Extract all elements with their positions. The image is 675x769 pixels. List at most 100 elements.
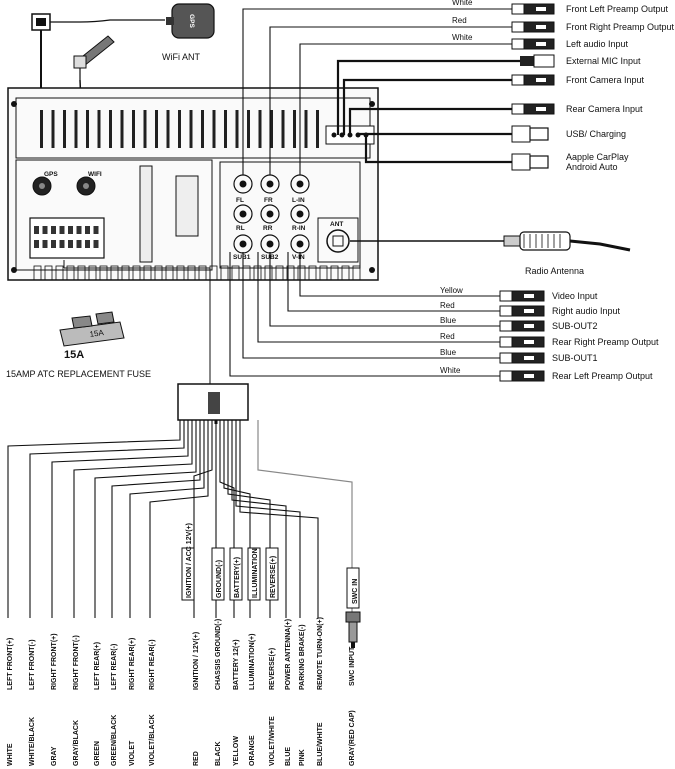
rca-plug-icon — [499, 336, 513, 348]
wire-function-label: LEFT REAR(-) — [111, 644, 118, 690]
top-wire — [356, 132, 512, 136]
harness-wire — [149, 420, 209, 618]
vent-slot — [258, 110, 262, 148]
vent-slot — [86, 110, 89, 148]
iso-harness-socket — [29, 217, 105, 259]
rca-plug-icon — [499, 370, 513, 382]
fuse-body-label: 15A — [89, 328, 105, 339]
vent-slot — [187, 265, 196, 281]
iso-pin — [76, 226, 82, 234]
wire-function-label: CHASSIS GROUND(-) — [215, 619, 222, 690]
top-connector-wires — [242, 8, 520, 175]
bottom-connector-label: SUB-OUT1 — [552, 353, 598, 363]
iso-pin — [59, 240, 65, 248]
usb-plug-icon — [511, 153, 531, 171]
rca-plug-icon — [536, 78, 546, 82]
top-connector-label: Front Left Preamp Output — [566, 4, 669, 14]
harness-wire — [129, 420, 205, 618]
usb-plug-icon — [529, 155, 549, 169]
gps-port: GPS — [32, 171, 58, 196]
harness-wire — [29, 420, 185, 618]
wifi-antenna-label: WiFi ANT — [162, 52, 200, 62]
rca-plug-icon — [511, 21, 525, 33]
port-label-rr: RR — [263, 225, 273, 232]
wire-color-label: BLUE — [285, 747, 292, 766]
wire-function-label: SWC INPUT — [349, 646, 356, 686]
top-wire — [242, 8, 512, 175]
rca-plug-icon — [499, 352, 513, 364]
top-wire — [348, 107, 512, 135]
top-wire — [342, 78, 512, 135]
rca-plug-icon — [536, 25, 546, 29]
top-wire — [364, 135, 512, 164]
vent-slot — [198, 265, 207, 281]
vent-slot — [319, 265, 328, 281]
port-label-rl: RL — [236, 225, 245, 232]
rca-plug-icon — [524, 309, 534, 313]
vent-slot — [297, 265, 306, 281]
top-wire — [299, 43, 512, 175]
harness-wire — [193, 420, 213, 618]
wire-function-label: IGNITION / 12V(+) — [193, 632, 200, 690]
vent-slot — [51, 110, 55, 148]
iso-pin — [85, 226, 90, 234]
vent-slot — [55, 265, 64, 281]
harness-wire — [235, 420, 301, 618]
top-wire — [269, 26, 512, 175]
iso-pin — [68, 226, 73, 234]
gps-port-label: GPS — [44, 171, 58, 178]
port-label-fl: FL — [236, 197, 244, 204]
top-connector-label: Aapple CarPlay — [566, 152, 629, 162]
vent-slot — [286, 265, 295, 281]
fuse: 15A 15A 15AMP ATC REPLACEMENT FUSE — [6, 311, 151, 379]
vent-slot — [308, 265, 317, 281]
wire-function-label: LLUMINATION(+) — [249, 634, 256, 690]
wire-color-label: PINK — [299, 749, 306, 766]
wifi-port: WIFI — [76, 171, 102, 196]
bottom-wire — [287, 252, 500, 312]
harness-wire — [231, 420, 287, 618]
bottom-wire — [242, 252, 500, 359]
bottom-wire — [229, 252, 500, 377]
vent-slot — [154, 265, 163, 281]
top-connector-label: USB/ Charging — [566, 129, 626, 139]
vent-slot — [231, 265, 240, 281]
vent-slot — [74, 110, 78, 148]
vent-slot — [121, 265, 130, 281]
wire-function-label: REMOTE TURN-ON(+) — [317, 617, 324, 690]
vent-slot — [281, 110, 285, 148]
wire-function-label: RIGHT FRONT(-) — [73, 635, 80, 690]
wire-color-label: YELLOW — [233, 736, 240, 766]
wire-color-label: GRAY/BLACK — [73, 720, 80, 766]
iso-pin — [42, 240, 48, 248]
usb-plug-icon — [529, 127, 549, 141]
top-connector-label: Android Auto — [566, 162, 618, 172]
rca-plug-icon — [511, 103, 525, 115]
vent-slot — [235, 110, 239, 148]
vent-slot — [201, 110, 204, 148]
rca-jack-rl — [233, 204, 253, 224]
vent-slot — [120, 110, 124, 148]
wire-function-label: REVERSE(+) — [269, 648, 276, 690]
vent-slot — [247, 110, 250, 148]
vent-slot — [352, 265, 361, 281]
iso-pin — [76, 240, 82, 248]
top-wire-color: Red — [452, 16, 467, 25]
vent-slot — [304, 110, 308, 148]
vent-slot — [166, 110, 170, 148]
port-label-sub1: SUB1 — [233, 254, 251, 261]
swc-in-label: SWC IN — [352, 579, 359, 604]
group-label: IGNITION / ACC 12V(+) — [186, 523, 193, 598]
harness-wire — [51, 420, 189, 618]
wire-function-label: LEFT FRONT(+) — [7, 638, 14, 690]
top-wire — [336, 59, 520, 135]
head-unit — [7, 87, 379, 281]
bottom-wire-color: White — [440, 366, 461, 375]
ant-port-label: ANT — [330, 221, 343, 228]
vent-slot — [176, 265, 185, 281]
wire-color-label: BLUE/WHITE — [317, 722, 324, 766]
bottom-connector-label: Rear Left Preamp Output — [552, 371, 653, 381]
iso-pin — [85, 240, 90, 248]
iso-pin — [93, 240, 99, 248]
bottom-wire-color: Red — [440, 301, 455, 310]
